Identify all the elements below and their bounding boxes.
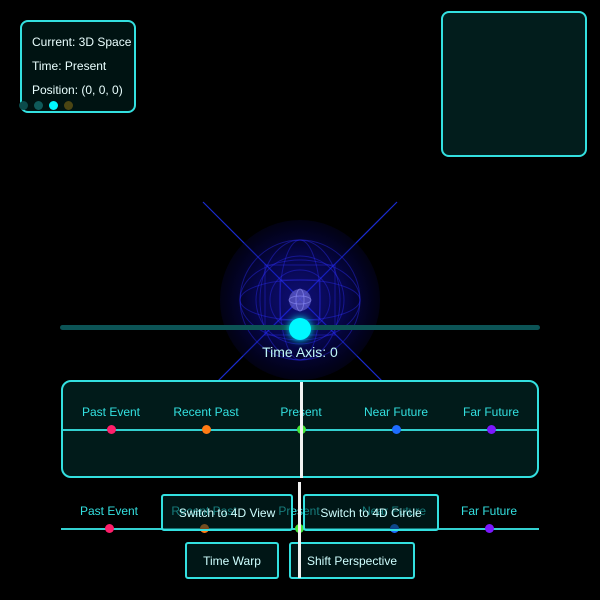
- timeline-event-marker[interactable]: [391, 425, 401, 434]
- timeline-event-label: Near Future: [363, 405, 429, 419]
- timeline-event-label: Far Future: [462, 405, 519, 419]
- dimension-dot-3: [49, 101, 58, 110]
- timeline-event-marker[interactable]: [486, 425, 496, 434]
- dimension-dot-4: [64, 101, 73, 110]
- shift-perspective-button[interactable]: Shift Perspective: [289, 542, 415, 579]
- minimap-panel[interactable]: [441, 11, 587, 157]
- timeline-event-marker[interactable]: [106, 425, 116, 434]
- sphere-wireframe: [239, 239, 361, 361]
- timeline-event-marker[interactable]: [201, 425, 211, 434]
- hypersphere-visual: [202, 201, 398, 397]
- secondary-timeline-event-label: Far Future: [460, 504, 517, 518]
- current-time-label: Time: Present: [32, 59, 107, 73]
- current-space-label: Current: 3D Space: [32, 35, 132, 49]
- timeline-cursor-lower: [298, 482, 301, 578]
- switch-4d-circle-button[interactable]: Switch to 4D Circle: [303, 494, 439, 531]
- dimension-dot-2: [34, 101, 43, 110]
- switch-4d-view-button[interactable]: Switch to 4D View: [161, 494, 293, 531]
- dimension-dot-1: [19, 101, 28, 110]
- 3d-scene-viewport[interactable]: [0, 0, 600, 397]
- secondary-timeline-event-marker[interactable]: [484, 524, 494, 533]
- timeline-event-label: Past Event: [81, 405, 141, 419]
- secondary-timeline-event-marker[interactable]: [104, 524, 114, 533]
- time-axis-label: Time Axis: 0: [262, 344, 338, 360]
- time-axis-slider-handle[interactable]: [289, 318, 311, 340]
- secondary-timeline-event-label: Past Event: [79, 504, 139, 518]
- time-warp-button[interactable]: Time Warp: [185, 542, 279, 579]
- timeline-cursor[interactable]: [300, 382, 303, 478]
- timeline-event-label: Recent Past: [173, 405, 239, 419]
- info-panel: Current: 3D Space Time: Present Position…: [19, 20, 136, 113]
- position-label: Position: (0, 0, 0): [32, 83, 123, 97]
- core-sphere: [289, 289, 311, 311]
